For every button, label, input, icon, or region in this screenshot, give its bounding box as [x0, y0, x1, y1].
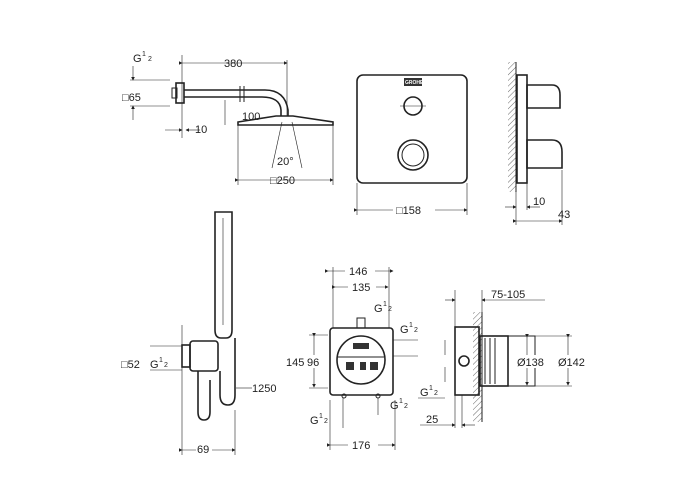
arm-thread-label: G	[133, 53, 142, 65]
svg-text:2: 2	[324, 418, 328, 425]
diameter-outer-label: Ø142	[558, 357, 585, 369]
svg-text:G: G	[390, 400, 399, 412]
install-depth-label: 75-105	[491, 289, 525, 301]
svg-text:1: 1	[319, 413, 323, 420]
bottom-width-label: 176	[352, 440, 370, 452]
svg-text:G: G	[150, 359, 159, 371]
head-size-label: □250	[270, 175, 295, 187]
svg-text:2: 2	[388, 306, 392, 313]
shower-arm-view	[130, 55, 334, 185]
svg-text:1: 1	[409, 322, 413, 329]
plate-size-label: □158	[396, 205, 421, 217]
hand-shower	[214, 211, 233, 339]
flange-size-label: □65	[122, 92, 141, 104]
flange-depth-label: 10	[195, 124, 207, 136]
svg-text:G: G	[310, 415, 319, 427]
width-outer-label: 146	[349, 266, 367, 278]
rough-in-side-view	[418, 290, 572, 428]
offset-label: 25	[426, 414, 438, 426]
hose-length-label: 1250	[252, 383, 276, 395]
height-outer-label: 145	[286, 357, 304, 369]
diameter-inner-label: Ø138	[517, 357, 544, 369]
wall-flange	[175, 82, 185, 104]
side-view	[505, 62, 563, 225]
width-inner-label: 135	[352, 282, 370, 294]
thermostat-plate-view: GROHE	[354, 74, 468, 215]
svg-text:1: 1	[383, 301, 387, 308]
svg-text:G: G	[374, 303, 383, 315]
outlet-size-label: □52	[121, 359, 140, 371]
spray-angle-label: 20°	[277, 156, 294, 168]
svg-text:2: 2	[148, 56, 152, 63]
arm-length-label: 380	[224, 58, 242, 70]
total-depth-label: 43	[558, 209, 570, 221]
plate-depth-label: 10	[533, 196, 545, 208]
svg-text:1: 1	[429, 385, 433, 392]
projection-label: 69	[197, 444, 209, 456]
hand-shower-view	[150, 211, 252, 455]
temperature-knob	[397, 139, 429, 171]
svg-text:2: 2	[404, 403, 408, 410]
wall-holder	[189, 340, 219, 372]
svg-text:2: 2	[434, 390, 438, 397]
svg-text:1: 1	[159, 357, 163, 364]
svg-text:G: G	[400, 324, 409, 336]
thread-labels-front: G 1 2 G 1 2 G 1 2 G 1 2	[310, 301, 418, 427]
svg-text:G: G	[420, 387, 429, 399]
svg-text:2: 2	[164, 362, 168, 369]
svg-text:1: 1	[399, 398, 403, 405]
drop-label: 100	[242, 111, 260, 123]
brand-logo: GROHE	[405, 80, 424, 86]
height-inner-label: 96	[307, 357, 319, 369]
svg-text:2: 2	[414, 327, 418, 334]
svg-text:1: 1	[142, 51, 146, 58]
